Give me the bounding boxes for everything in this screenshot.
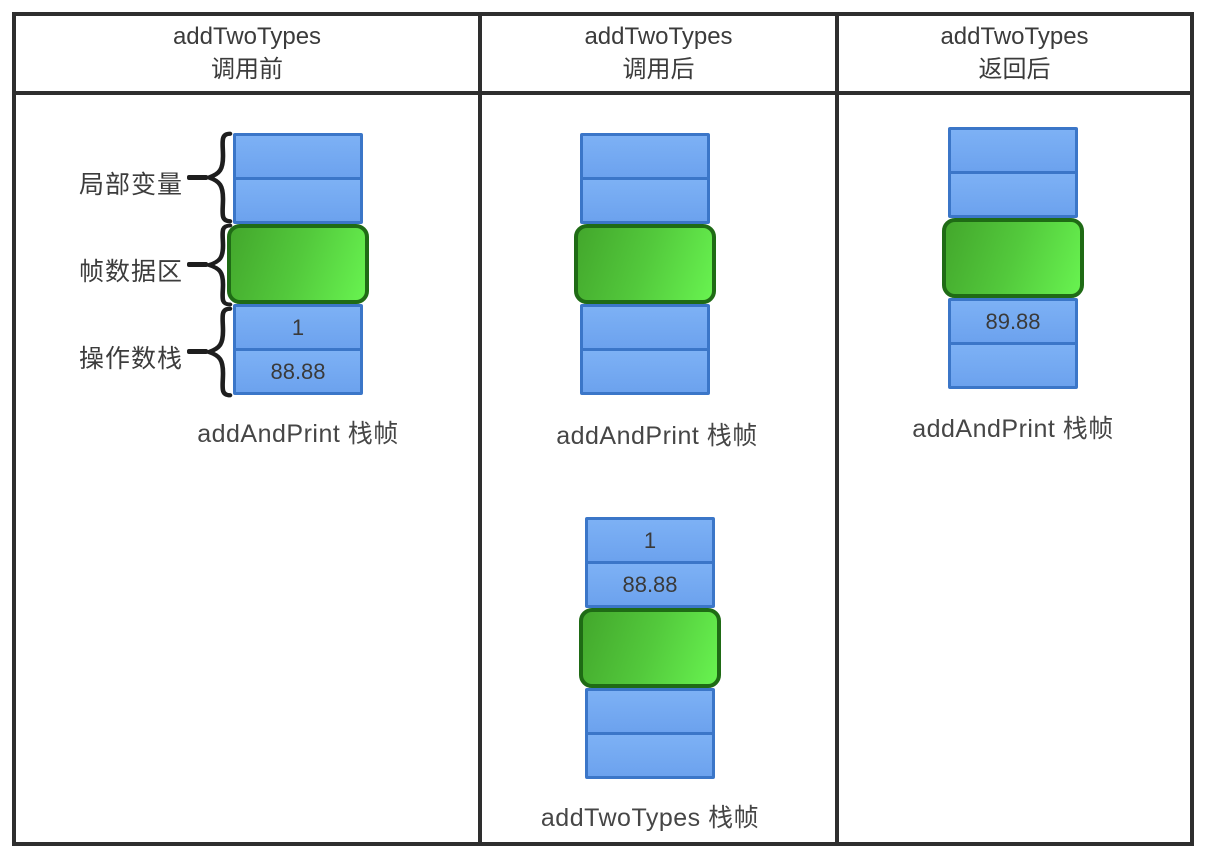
frame-data-box: [579, 608, 721, 688]
local-variable-cell: [233, 133, 363, 180]
cell-value: 88.88: [622, 571, 678, 597]
header-after-call: addTwoTypes 调用后: [482, 16, 835, 91]
header-title: addTwoTypes: [172, 23, 322, 51]
label-frame-data-area: 帧数据区: [78, 258, 183, 286]
stack-caption: addAndPrint 栈帧: [197, 420, 399, 448]
curly-brace-icon: [203, 306, 233, 398]
cell-value: 1: [291, 314, 305, 340]
label-connector-line: [187, 175, 208, 180]
local-variable-cell: [948, 171, 1078, 218]
local-variable-cell: [233, 177, 363, 224]
curly-brace-icon: [203, 223, 233, 307]
header-title: addTwoTypes: [940, 23, 1089, 51]
header-subtitle: 调用后: [622, 55, 695, 83]
stack-addtwotypes: 1 88.88: [579, 517, 721, 779]
header-after-return: addTwoTypes 返回后: [839, 16, 1190, 91]
local-variable-cell: 1: [585, 517, 715, 564]
label-local-variables: 局部变量: [78, 171, 183, 199]
stack-addandprint-before: 1 88.88: [227, 133, 369, 395]
local-variable-cell: [948, 127, 1078, 174]
header-divider: [16, 91, 1190, 95]
column-divider-2: [835, 16, 839, 842]
operand-stack-cell: 88.88: [233, 348, 363, 395]
label-connector-line: [187, 349, 208, 354]
cell-value: 89.88: [985, 308, 1041, 334]
stack-caption: addAndPrint 栈帧: [556, 422, 758, 450]
label-connector-line: [187, 262, 208, 267]
local-variable-cell: 88.88: [585, 561, 715, 608]
header-title: addTwoTypes: [584, 23, 733, 51]
column-divider-1: [478, 16, 482, 842]
operand-stack-cell: [585, 688, 715, 735]
operand-stack-cell: 89.88: [948, 298, 1078, 345]
operand-stack-cell: [585, 732, 715, 779]
cell-value: 1: [643, 527, 657, 553]
stack-caption: addAndPrint 栈帧: [912, 415, 1114, 443]
stack-addandprint-after: [574, 133, 716, 395]
operand-stack-cell: [948, 342, 1078, 389]
label-operand-stack: 操作数栈: [78, 345, 183, 373]
header-subtitle: 返回后: [978, 55, 1051, 83]
header-subtitle: 调用前: [211, 55, 283, 83]
local-variable-cell: [580, 177, 710, 224]
stack-caption: addTwoTypes 栈帧: [540, 804, 760, 832]
curly-brace-icon: [203, 131, 233, 224]
operand-stack-cell: [580, 304, 710, 351]
operand-stack-cell: 1: [233, 304, 363, 351]
frame-data-box: [227, 224, 369, 304]
stack-addandprint-returned: 89.88: [942, 127, 1084, 389]
cell-value: 88.88: [270, 358, 326, 384]
local-variable-cell: [580, 133, 710, 180]
frame-data-box: [942, 218, 1084, 298]
operand-stack-cell: [580, 348, 710, 395]
header-before-call: addTwoTypes 调用前: [16, 16, 478, 91]
frame-data-box: [574, 224, 716, 304]
